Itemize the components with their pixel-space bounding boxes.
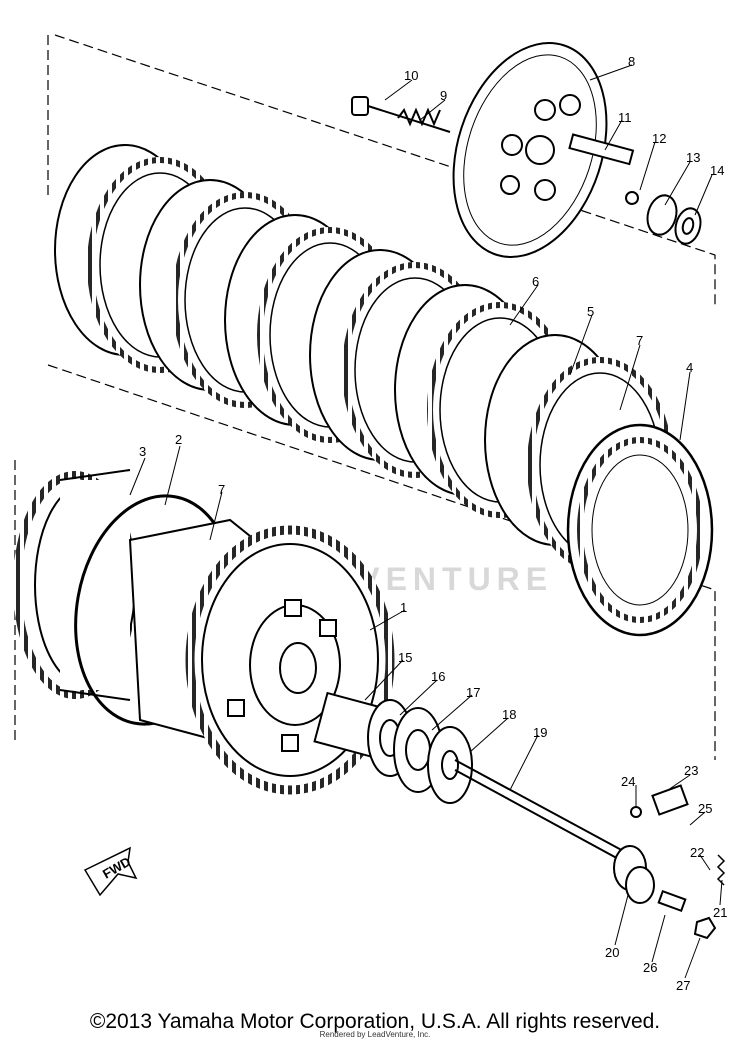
pressure-plate — [452, 42, 608, 258]
callout: 8 — [628, 54, 635, 69]
forward-direction-indicator: FWD — [83, 846, 138, 897]
rendered-by-note: Rendered by LeadVenture, Inc. — [319, 1030, 431, 1039]
clutch-plate-stack — [54, 144, 714, 637]
callout: 23 — [684, 763, 698, 778]
callout: 10 — [404, 68, 418, 83]
leader-lines — [129, 64, 723, 979]
shaft-and-washers — [313, 691, 473, 804]
bolt-and-spring — [351, 96, 451, 133]
callout: 22 — [690, 845, 704, 860]
callout: 6 — [532, 274, 539, 289]
callout: 18 — [502, 707, 516, 722]
callout: 27 — [676, 978, 690, 993]
fwd-arrow-icon — [83, 846, 138, 897]
callout: 24 — [621, 774, 635, 789]
callout: 3 — [139, 444, 146, 459]
callout: 5 — [587, 304, 594, 319]
push-rod-assembly — [568, 133, 702, 245]
callout: 25 — [698, 801, 712, 816]
callout: 4 — [686, 360, 693, 375]
callout: 21 — [713, 905, 727, 920]
callout: 7 — [636, 333, 643, 348]
callout: 12 — [652, 131, 666, 146]
callout: 17 — [466, 685, 480, 700]
callout: 13 — [686, 150, 700, 165]
callout: 2 — [175, 432, 182, 447]
release-mechanism — [613, 784, 726, 940]
callout: 20 — [605, 945, 619, 960]
callout: 15 — [398, 650, 412, 665]
callout: 9 — [440, 88, 447, 103]
copyright-notice: ©2013 Yamaha Motor Corporation, U.S.A. A… — [89, 1010, 661, 1033]
callout: 14 — [710, 163, 724, 178]
callout: 1 — [400, 600, 407, 615]
callout: 16 — [431, 669, 445, 684]
callout: 7 — [218, 482, 225, 497]
callout: 26 — [643, 960, 657, 975]
callout: 19 — [533, 725, 547, 740]
clutch-boss — [13, 469, 137, 701]
clutch-exploded-diagram: ADVENTURE — [13, 34, 727, 993]
push-rod — [454, 759, 641, 869]
callout: 11 — [618, 110, 632, 125]
callout-labels: 1 2 3 4 5 6 7 7 8 9 10 11 12 13 14 15 16… — [139, 54, 727, 993]
